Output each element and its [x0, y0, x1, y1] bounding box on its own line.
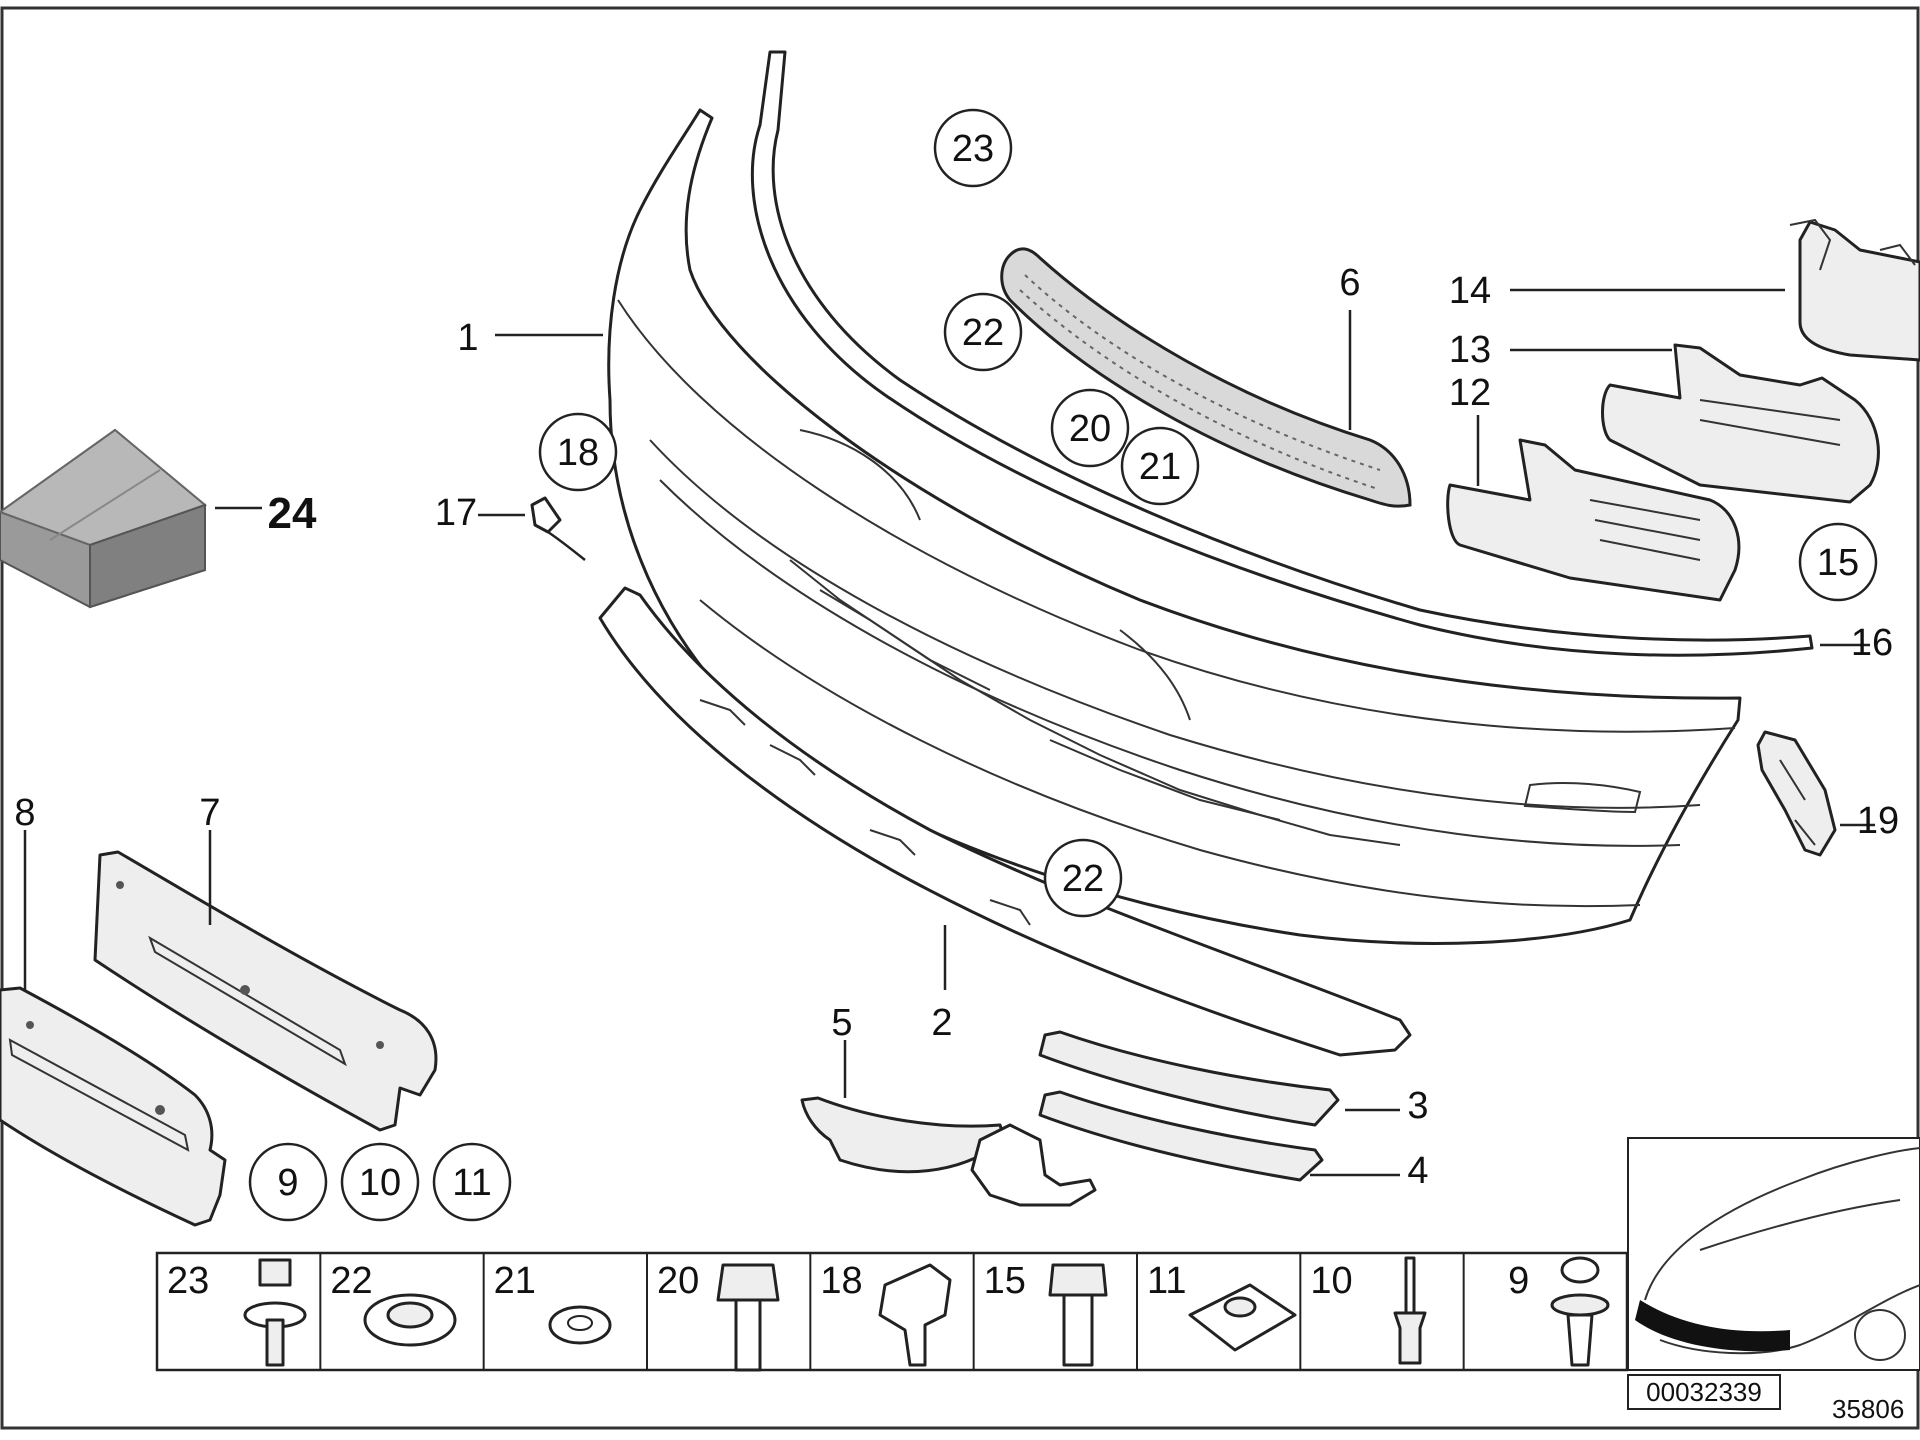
callout-6: 6 — [1339, 262, 1360, 304]
svg-text:21: 21 — [1139, 446, 1181, 488]
svg-text:10: 10 — [359, 1162, 401, 1204]
svg-text:9: 9 — [277, 1162, 298, 1204]
car-locator-thumbnail — [1627, 1137, 1920, 1371]
hardware-label-11: 11 — [1147, 1260, 1186, 1302]
part-14-air-duct — [1789, 218, 1920, 362]
fastener-11-icon — [1188, 1283, 1297, 1352]
hardware-label-15: 15 — [984, 1260, 1026, 1302]
circled-ref-23: 23 — [933, 108, 1013, 188]
circled-ref-18: 18 — [538, 412, 618, 492]
part-8-plate-bracket — [0, 986, 227, 1227]
callout-1: 1 — [457, 317, 478, 359]
fastener-15-icon — [1048, 1263, 1108, 1367]
svg-text:20: 20 — [1069, 408, 1111, 450]
callout-14: 14 — [1449, 270, 1491, 312]
callout-13: 13 — [1449, 329, 1491, 371]
hardware-label-18: 18 — [820, 1260, 862, 1302]
part-24-kit-box — [0, 428, 207, 609]
circled-ref-9: 9 — [248, 1142, 328, 1222]
part-4-trim-strip — [1038, 1090, 1324, 1182]
svg-text:15: 15 — [1817, 542, 1859, 584]
hardware-label-9: 9 — [1508, 1260, 1529, 1302]
callout-24: 24 — [268, 489, 317, 538]
part-17-tow-hook-cover — [530, 496, 586, 561]
svg-text:11: 11 — [452, 1162, 491, 1204]
fastener-9-icon — [1550, 1256, 1610, 1367]
part-6-center-grille — [1000, 247, 1412, 508]
hardware-label-22: 22 — [330, 1260, 372, 1302]
part-19-side-bracket — [1756, 730, 1837, 857]
callout-12: 12 — [1449, 372, 1491, 414]
fastener-21-icon — [548, 1305, 612, 1345]
part-13-air-duct — [1601, 343, 1880, 504]
svg-text:23: 23 — [952, 128, 994, 170]
fastener-20-icon — [716, 1263, 780, 1372]
diagram-code-box — [1627, 1374, 1781, 1410]
part-1-bumper-cover — [607, 108, 1742, 945]
fastener-18-icon — [878, 1263, 952, 1367]
part-12-air-duct — [1446, 438, 1741, 602]
circled-ref-22: 22 — [943, 292, 1023, 372]
callout-2: 2 — [931, 1002, 952, 1044]
fastener-10-icon — [1393, 1256, 1427, 1365]
part-2-lower-spoiler — [598, 586, 1412, 1057]
callout-8: 8 — [14, 792, 35, 834]
circled-ref-10: 10 — [340, 1142, 420, 1222]
callout-19: 19 — [1857, 800, 1899, 842]
callout-3: 3 — [1407, 1085, 1428, 1127]
callout-7: 7 — [199, 792, 220, 834]
callout-17: 17 — [435, 492, 477, 534]
circled-ref-15: 15 — [1798, 522, 1878, 602]
circled-ref-20: 20 — [1050, 388, 1130, 468]
hardware-label-21: 21 — [494, 1260, 536, 1302]
hardware-table — [155, 1251, 1629, 1372]
image-number: 35806 — [1832, 1394, 1904, 1424]
part-5-lower-trim — [800, 1096, 1097, 1207]
svg-text:22: 22 — [1062, 858, 1104, 900]
circled-ref-22: 22 — [1043, 838, 1123, 918]
frame — [0, 6, 1920, 1430]
hardware-label-20: 20 — [657, 1260, 699, 1302]
part-16-moulding — [750, 50, 1814, 657]
fastener-23-icon — [243, 1258, 307, 1367]
circled-ref-11: 11 — [432, 1142, 512, 1222]
callout-5: 5 — [831, 1002, 852, 1044]
hardware-label-10: 10 — [1310, 1260, 1352, 1302]
part-3-trim-strip — [1038, 1030, 1340, 1127]
svg-text:18: 18 — [557, 432, 599, 474]
fastener-22-icon — [363, 1293, 457, 1347]
circled-ref-21: 21 — [1120, 426, 1200, 506]
svg-text:22: 22 — [962, 312, 1004, 354]
hardware-label-23: 23 — [167, 1260, 209, 1302]
callout-4: 4 — [1407, 1150, 1428, 1192]
part-7-plate-base — [93, 850, 438, 1132]
callout-16: 16 — [1851, 622, 1893, 664]
diagram-code: 00032339 — [1646, 1377, 1762, 1407]
